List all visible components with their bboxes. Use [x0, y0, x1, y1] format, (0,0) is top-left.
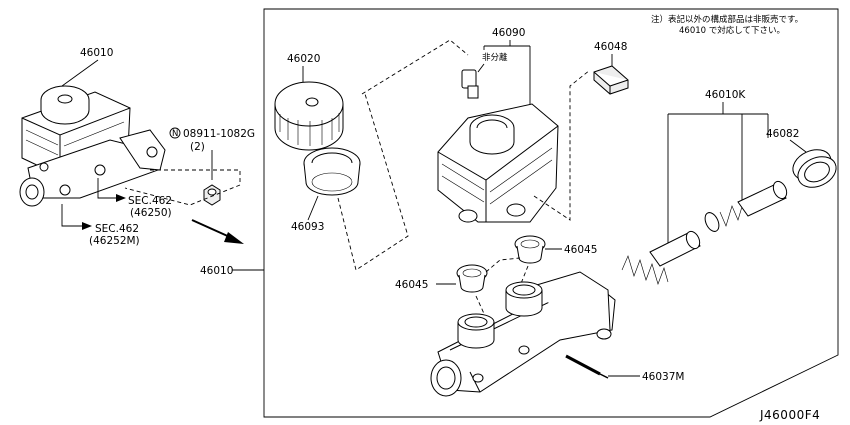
cup-seal[interactable] [788, 144, 841, 193]
label-bolt: 08911-1082G [183, 128, 255, 140]
label-pin: 46048 [594, 41, 627, 53]
label-cap: 46020 [287, 53, 320, 65]
primary-piston[interactable] [702, 179, 789, 233]
label-seal-ring: 46093 [291, 221, 324, 233]
note-line2: 46010 で対応して下さい。 [679, 25, 785, 36]
grommet-left[interactable] [456, 264, 488, 293]
nut-symbol: N [172, 129, 178, 139]
reservoir-cap[interactable] [274, 81, 344, 151]
note-line1: 注）表記以外の構成部品は非販売です。 [651, 14, 803, 25]
label-reservoir: 46090 [492, 27, 525, 39]
seal-ring[interactable] [303, 147, 361, 196]
label-rod: 46037M [642, 371, 684, 383]
diagram-code: J46000F4 [759, 408, 820, 422]
retaining-pin[interactable] [593, 65, 629, 95]
label-grommet-right: 46045 [564, 244, 597, 256]
label-sec1-ref: (46250) [130, 207, 172, 219]
label-assembly-left: 46010 [200, 265, 233, 277]
label-sec1: SEC.462 [128, 195, 172, 207]
master-cylinder-assembly[interactable] [19, 85, 166, 207]
label-sec2-ref: (46252M) [89, 235, 140, 247]
label-non-separable: 非分離 [482, 52, 508, 63]
detail-frame [263, 8, 839, 418]
push-rod[interactable] [565, 354, 609, 379]
label-assembly-top: 46010 [80, 47, 113, 59]
secondary-piston-spring[interactable] [621, 229, 702, 285]
reservoir-tank[interactable] [437, 103, 559, 223]
label-sec2: SEC.462 [95, 223, 139, 235]
label-bolt-qty: (2) [190, 141, 205, 153]
label-kit: 46010K [705, 89, 746, 101]
label-grommet-left: 46045 [395, 279, 428, 291]
reservoir-float[interactable] [461, 69, 479, 99]
grommet-right[interactable] [514, 235, 546, 264]
cylinder-body[interactable] [430, 271, 616, 397]
label-cup-seal: 46082 [766, 128, 799, 140]
